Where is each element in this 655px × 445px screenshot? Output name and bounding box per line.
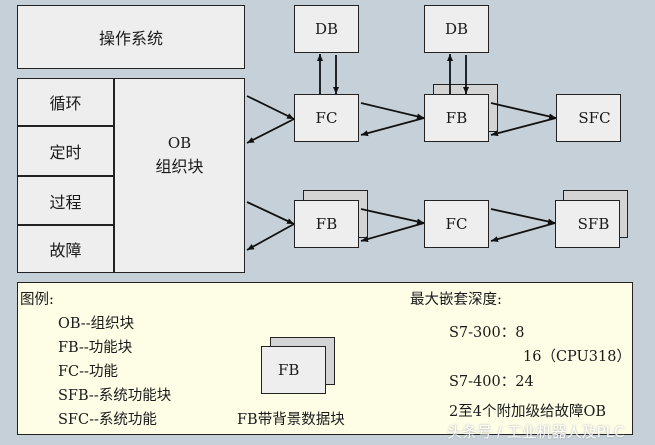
nesting-extra-note: 2至4个附加级给故障OB bbox=[449, 404, 606, 420]
ob-event-fault: 故障 bbox=[17, 225, 114, 273]
ob-code: OB bbox=[167, 134, 192, 152]
sfb-block: SFB bbox=[555, 200, 620, 248]
legend-panel: 图例: OB--组织块 FB--功能块 FC--功能 SFB--系统功能块 SF… bbox=[17, 282, 633, 435]
operating-system-label: 操作系统 bbox=[98, 29, 163, 48]
ob-event-label: 过程 bbox=[49, 192, 82, 212]
fc-block-top: FC bbox=[294, 94, 359, 142]
arrow-ob-to-fb bbox=[246, 201, 295, 225]
sfb-label: SFB bbox=[577, 215, 610, 233]
ob-event-label: 定时 bbox=[49, 143, 82, 162]
nesting-cpu318: 16（CPU318） bbox=[523, 349, 631, 365]
legend-item: SFB--系统功能块 bbox=[58, 388, 172, 404]
watermark: 头条号 / 工业机器人及PLC bbox=[447, 423, 625, 441]
sfc-label: SFC bbox=[578, 109, 611, 127]
ob-label: 组织块 bbox=[155, 157, 204, 176]
arrow-ob-to-fc bbox=[246, 95, 295, 120]
legend-item: OB--组织块 bbox=[58, 316, 135, 332]
legend-item: FB--功能块 bbox=[58, 340, 133, 356]
db-label: DB bbox=[444, 20, 469, 38]
sfc-block: SFC bbox=[556, 94, 621, 142]
legend-title: 图例: bbox=[20, 292, 54, 308]
fb-block-bottom: FB bbox=[294, 200, 359, 248]
arrow-fc-to-ob bbox=[246, 118, 295, 144]
ob-event-cyclic: 循环 bbox=[17, 78, 114, 126]
arrow-fb-to-ob bbox=[246, 223, 295, 251]
arrow-sfc-to-fb bbox=[490, 117, 557, 137]
fb-block-top: FB bbox=[424, 94, 489, 142]
operating-system-box: 操作系统 bbox=[17, 5, 245, 69]
ob-organization-block: OB 组织块 bbox=[114, 78, 245, 273]
fb-label: FB bbox=[445, 109, 468, 127]
arrow-fb-to-fc bbox=[360, 117, 425, 137]
ob-event-process: 过程 bbox=[17, 176, 114, 225]
nesting-s7-400: S7-400：24 bbox=[449, 374, 534, 390]
fc-label: FC bbox=[315, 109, 338, 127]
legend-item: FC--功能 bbox=[58, 364, 118, 380]
legend-fb-sample: FB bbox=[261, 346, 326, 394]
db-label: DB bbox=[314, 20, 339, 38]
arrow-fc-to-sfb bbox=[490, 208, 556, 225]
fc-label: FC bbox=[445, 215, 468, 233]
nesting-title: 最大嵌套深度: bbox=[410, 292, 502, 308]
fc-block-bottom: FC bbox=[424, 200, 489, 248]
arrow-fc-to-fb bbox=[360, 102, 425, 120]
arrow-fc-to-fb-bottom bbox=[360, 222, 425, 242]
arrow-sfb-to-fc bbox=[490, 222, 556, 242]
ob-event-label: 故障 bbox=[49, 241, 82, 260]
legend-item: SFC--系统功能 bbox=[58, 412, 157, 428]
ob-event-timed: 定时 bbox=[17, 126, 114, 176]
db-block-1: DB bbox=[294, 5, 359, 53]
ob-event-label: 循环 bbox=[49, 94, 82, 113]
arrow-fb-to-fc-bottom bbox=[360, 208, 425, 225]
arrow-fb-to-sfc bbox=[490, 102, 557, 120]
fb-label: FB bbox=[315, 215, 338, 233]
nesting-s7-300: S7-300：8 bbox=[449, 325, 525, 341]
db-block-2: DB bbox=[424, 5, 489, 53]
legend-fb-sample-label: FB bbox=[278, 361, 300, 379]
legend-fb-caption: FB带背景数据块 bbox=[237, 412, 345, 428]
